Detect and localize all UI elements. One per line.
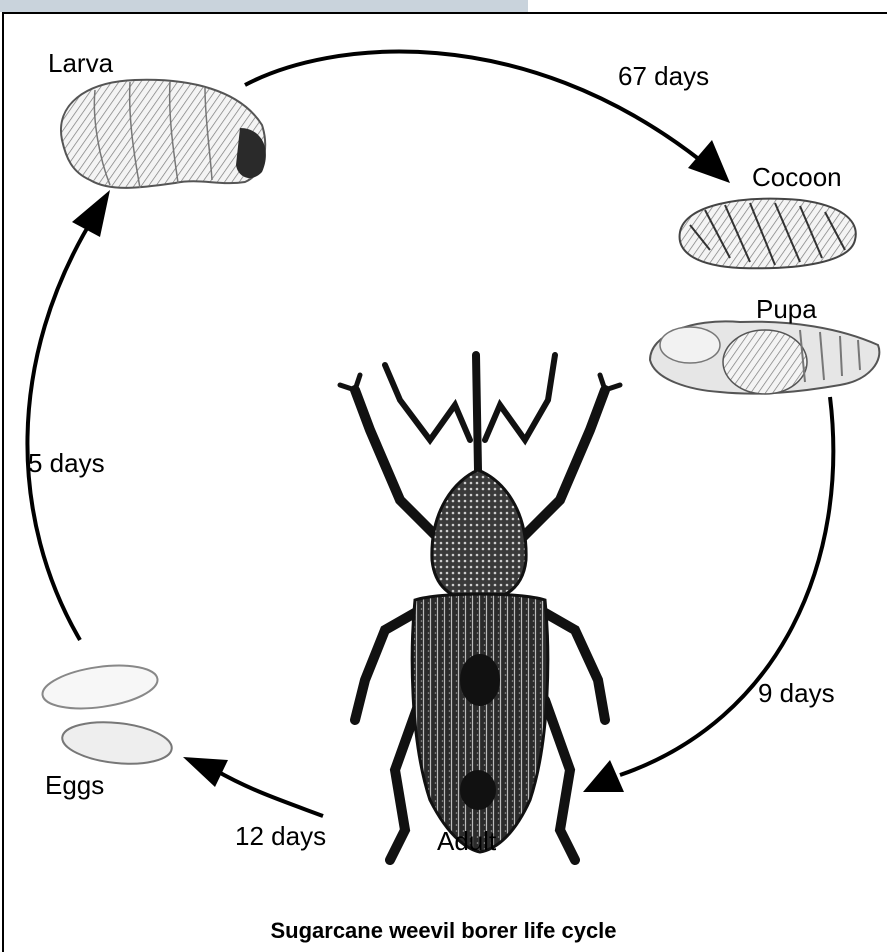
duration-label-eggs-to-larva: 5 days: [28, 450, 105, 476]
stage-label-eggs: Eggs: [45, 772, 104, 798]
larva-illustration: [61, 80, 266, 188]
stage-label-adult: Adult: [437, 828, 496, 854]
eggs-illustration: [40, 659, 174, 769]
cocoon-illustration: [680, 199, 856, 269]
pupa-illustration: [650, 321, 879, 394]
duration-label-adult-to-eggs: 12 days: [235, 823, 326, 849]
duration-label-larva-to-cocoon: 67 days: [618, 63, 709, 89]
stage-label-cocoon: Cocoon: [752, 164, 842, 190]
stage-label-larva: Larva: [48, 50, 113, 76]
stage-label-pupa: Pupa: [756, 296, 817, 322]
arrow-adult-to-eggs: [183, 757, 323, 816]
arrow-pupa-to-adult: [583, 397, 833, 792]
diagram-title: Sugarcane weevil borer life cycle: [0, 918, 887, 944]
arrow-eggs-to-larva: [27, 190, 110, 640]
adult-weevil-illustration: [340, 355, 620, 860]
duration-label-pupa-to-adult: 9 days: [758, 680, 835, 706]
